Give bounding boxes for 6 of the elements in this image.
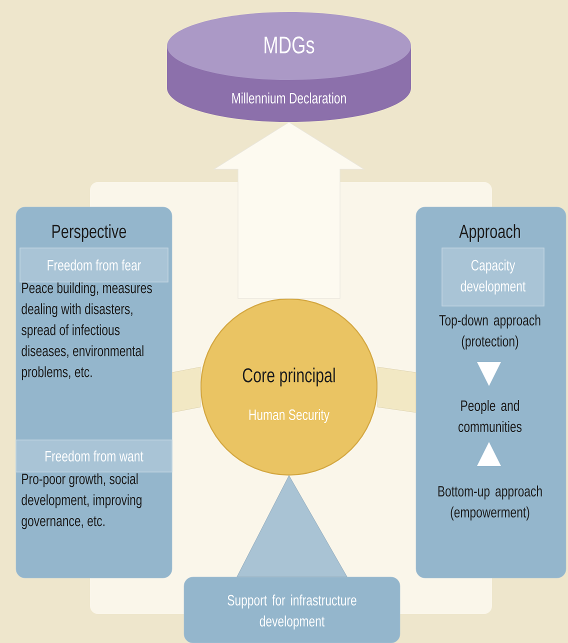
band-label: Freedom from want (16, 440, 172, 472)
band-label: Freedom from fear (20, 248, 168, 282)
arrow (212, 122, 366, 299)
box: Support for infrastructure development (184, 576, 400, 643)
cylinder: MDGs Millennium Declaration (167, 12, 411, 122)
band-label: Capacity development (442, 248, 544, 306)
